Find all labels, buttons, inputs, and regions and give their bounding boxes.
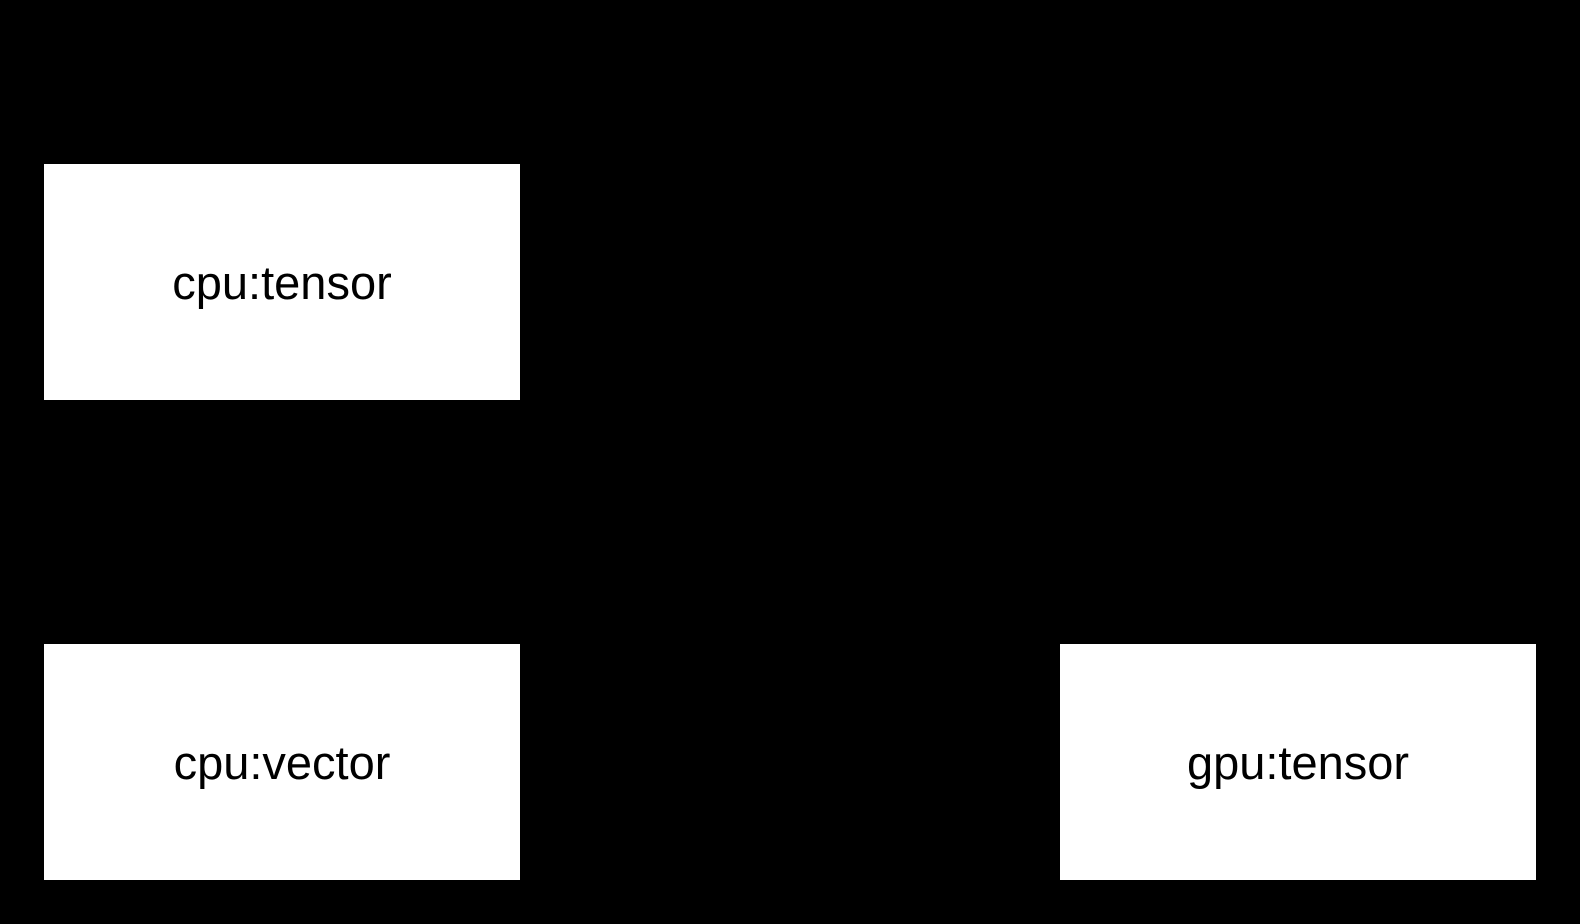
node-cpu-tensor: cpu:tensor bbox=[44, 164, 520, 400]
node-gpu-tensor: gpu:tensor bbox=[1060, 644, 1536, 880]
node-cpu-vector: cpu:vector bbox=[44, 644, 520, 880]
node-gpu-tensor-label: gpu:tensor bbox=[1186, 735, 1410, 789]
node-cpu-vector-label: cpu:vector bbox=[173, 735, 391, 789]
node-cpu-tensor-label: cpu:tensor bbox=[172, 255, 392, 309]
